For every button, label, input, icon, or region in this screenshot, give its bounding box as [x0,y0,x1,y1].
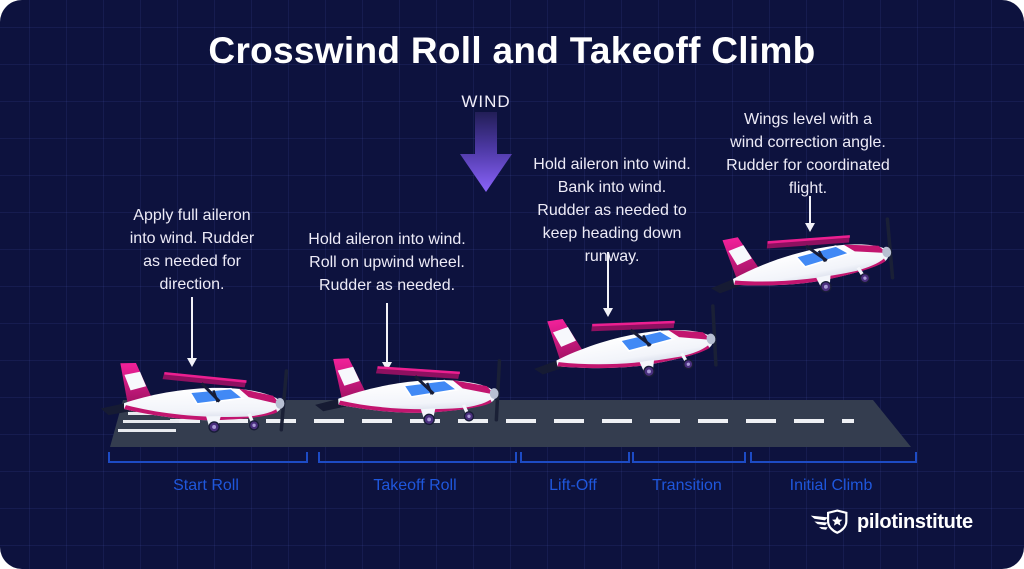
annotation-line: Rudder as needed to [537,202,687,219]
annotation-line: direction. [159,276,225,293]
airplane-initial-climb [701,204,908,318]
airplane-takeoff-roll [312,347,512,435]
phase-label-takeoff-roll: Takeoff Roll [373,477,457,494]
pointer-arrow-icon [187,297,197,367]
annotation-line: Hold aileron into wind. [308,231,466,248]
pointer-arrow-icon [603,252,613,317]
wind-down-arrow-icon [460,112,512,192]
page-title: Crosswind Roll and Takeoff Climb [208,30,816,71]
annotation-line: Apply full aileron [133,207,251,224]
annotation-takeoff-roll: Hold aileron into wind. Roll on upwind w… [277,228,497,297]
annotation-line: runway. [584,248,640,265]
pointer-arrow-icon [805,196,815,232]
annotation-start-roll: Apply full aileron into wind. Rudder as … [92,204,292,296]
annotation-line: wind correction angle. [730,134,886,151]
phase-label-transition: Transition [652,477,722,494]
brand-logo-text: pilotinstitute [857,510,973,533]
wind-label: WIND [461,92,511,111]
annotation-line: Bank into wind. [557,179,667,196]
phase-bracket-takeoff-roll [318,452,517,463]
annotation-lift-off: Hold aileron into wind. Bank into wind. … [502,153,722,268]
phase-label-start-roll: Start Roll [173,477,239,494]
annotation-initial-climb: Wings level with a wind correction angle… [698,108,918,200]
annotation-line: Roll on upwind wheel. [309,254,465,271]
phase-bracket-initial-climb [750,452,917,463]
phase-bracket-start-roll [108,452,308,463]
phase-label-lift-off: Lift-Off [549,477,597,494]
phase-bracket-lift-off [520,452,630,463]
annotation-line: Hold aileron into wind. [533,156,691,173]
phase-bracket-transition [632,452,746,463]
runway-centerline [170,419,854,423]
annotation-line: Rudder as needed. [318,277,456,294]
annotation-line: Rudder for coordinated [726,157,890,174]
runway-threshold-mark [123,420,179,423]
pointer-arrow-icon [382,303,392,371]
winged-shield-star-icon [810,509,848,534]
annotation-line: flight. [788,180,828,197]
brand-logo: pilotinstitute [808,507,973,537]
airplane-lift-off [526,291,732,399]
airplane-start-roll [99,357,296,438]
annotation-line: as needed for [143,253,241,270]
annotation-line: into wind. Rudder [129,230,255,247]
annotation-line: Wings level with a [743,111,873,128]
runway-threshold-mark [118,429,176,432]
phase-label-initial-climb: Initial Climb [789,477,873,494]
annotation-line: keep heading down [542,225,682,242]
